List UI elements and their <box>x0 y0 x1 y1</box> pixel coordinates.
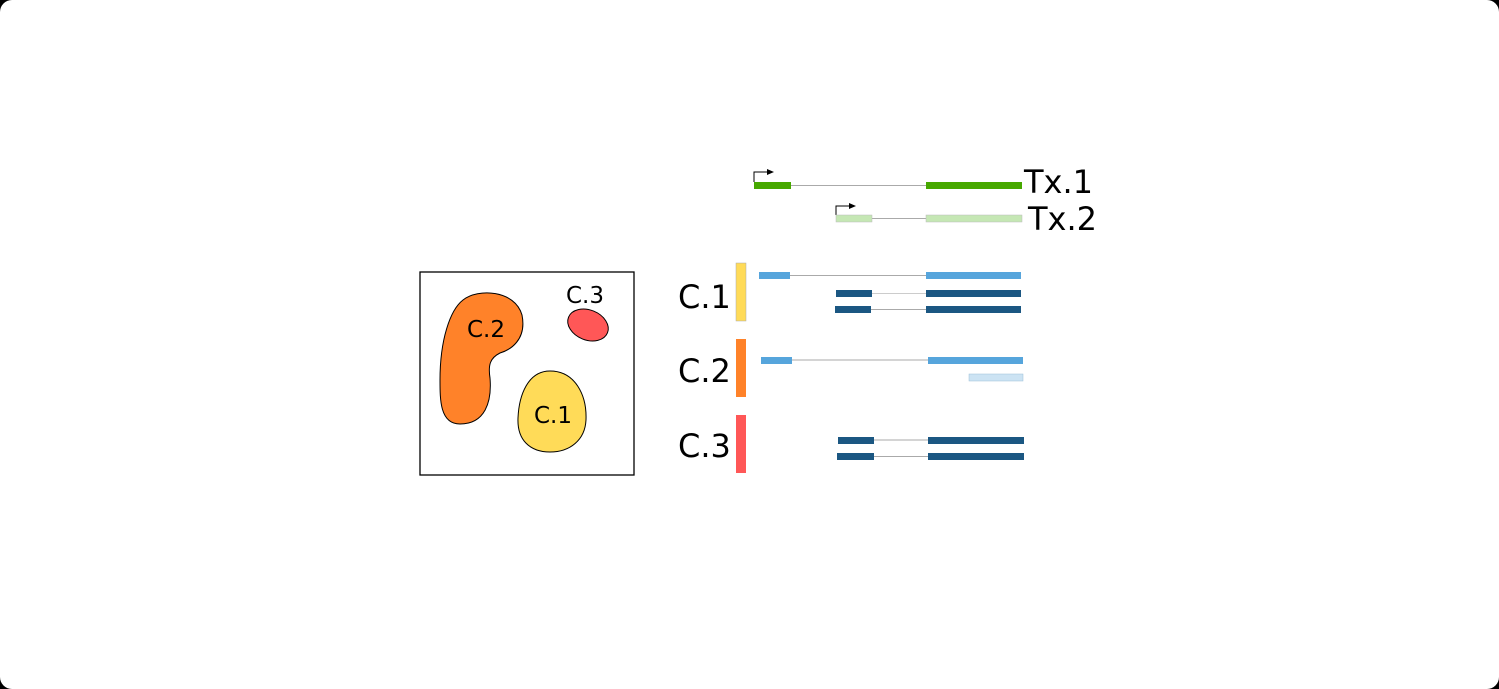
cluster-c2-reads: C.2 <box>678 339 1024 397</box>
cluster-color-bar <box>735 262 747 322</box>
cluster-blob-c3 <box>567 308 609 342</box>
read-exon <box>928 437 1024 444</box>
tss-arrow-icon <box>835 205 850 215</box>
read-exon <box>761 357 792 364</box>
tss-arrow-icon <box>753 171 768 182</box>
read-exon <box>836 290 872 297</box>
blob-label-c3: C.3 <box>566 283 604 309</box>
cluster-label: C.1 <box>678 278 731 316</box>
read-exon <box>926 290 1021 297</box>
cluster-blob-c1 <box>517 370 587 453</box>
cluster-c1-reads: C.1 <box>678 262 1021 322</box>
read-exon <box>928 357 1023 364</box>
cluster-c3-reads: C.3 <box>678 415 1024 473</box>
transcript-tx2: Tx.2 <box>835 200 1097 238</box>
cluster-label: C.2 <box>678 352 731 390</box>
read-exon <box>835 306 871 313</box>
read-exon <box>837 453 874 460</box>
transcript-tx1: Tx.1 <box>753 163 1093 201</box>
cluster-blob-c2 <box>439 292 524 425</box>
arrowhead-icon <box>849 203 856 209</box>
read-exon <box>926 272 1021 279</box>
read-exon <box>928 453 1024 460</box>
cluster-color-bar <box>736 415 746 473</box>
read-exon <box>968 373 1024 382</box>
exon <box>925 214 1023 223</box>
blob-label-c1: C.1 <box>534 403 572 429</box>
spatial-panel: C.2 C.3 C.1 <box>419 271 635 476</box>
read-exon <box>926 306 1021 313</box>
cluster-color-bar <box>736 339 746 397</box>
cluster-label: C.3 <box>678 427 731 465</box>
exon <box>926 182 1022 189</box>
exon <box>754 182 791 189</box>
arrowhead-icon <box>767 169 774 175</box>
transcript-label: Tx.1 <box>1023 163 1093 201</box>
blob-label-c2: C.2 <box>467 317 505 343</box>
read-exon <box>838 437 874 444</box>
read-exon <box>759 272 790 279</box>
transcript-label: Tx.2 <box>1027 200 1097 238</box>
exon <box>835 214 873 223</box>
